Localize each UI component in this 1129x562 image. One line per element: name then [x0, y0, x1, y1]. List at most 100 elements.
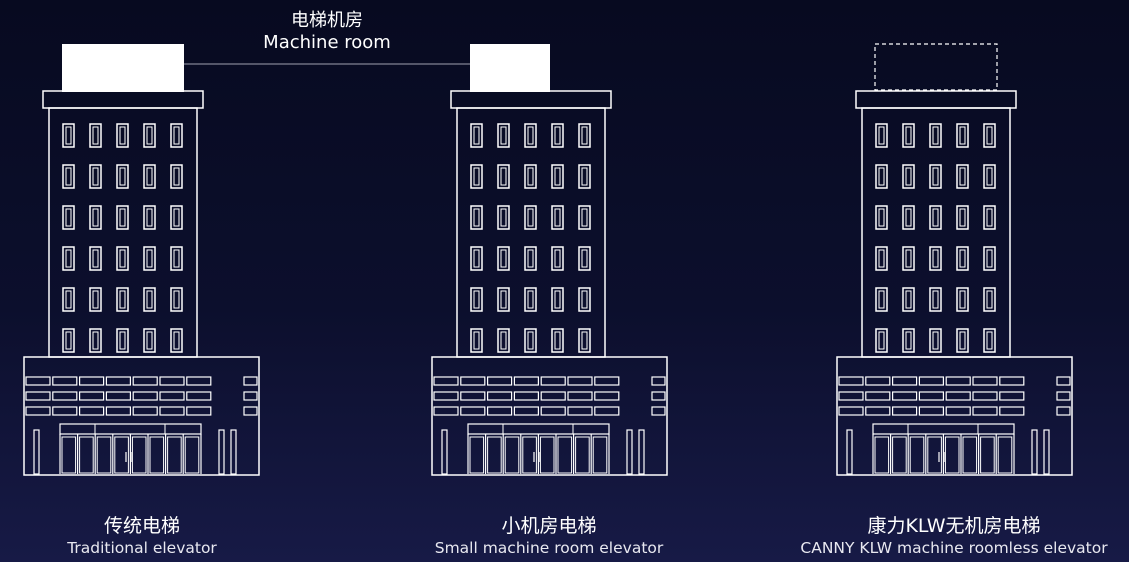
caption-machine-roomless: 康力KLW无机房电梯 CANNY KLW machine roomless el… [800, 514, 1107, 558]
tower-window [89, 246, 102, 271]
tower-window-inner [146, 167, 153, 186]
band-window [891, 376, 918, 386]
tower-window [551, 164, 564, 189]
pillar [638, 429, 645, 475]
tower-window-inner [146, 249, 153, 268]
tower-window-inner [119, 167, 126, 186]
tower-window-inner [92, 126, 99, 145]
tower-window-inner [65, 331, 72, 350]
entrance-door-pane [927, 436, 942, 474]
tower-window [497, 164, 510, 189]
tower-window [89, 287, 102, 312]
pillar [33, 429, 40, 475]
tower-window-inner [581, 208, 588, 227]
tower-window-inner [173, 331, 180, 350]
tower-window [551, 328, 564, 353]
tower-window [524, 205, 537, 230]
band-window [78, 391, 105, 401]
tower-window-inner [146, 126, 153, 145]
tower-window-inner [173, 126, 180, 145]
tower-window-inner [527, 290, 534, 309]
tower-window [578, 123, 591, 148]
tower-window [929, 328, 942, 353]
tower-window-inner [905, 126, 912, 145]
tower-window-inner [554, 126, 561, 145]
band-window [159, 406, 185, 416]
tower-window [170, 205, 183, 230]
band-window [891, 406, 918, 416]
tower-window-inner [986, 331, 993, 350]
band-window [540, 406, 566, 416]
entrance-door-pane [892, 436, 907, 474]
tower-window [89, 328, 102, 353]
tower-window [116, 328, 129, 353]
band-window [945, 406, 971, 416]
tower-window-inner [527, 167, 534, 186]
tower-window [929, 123, 942, 148]
tower-window-inner [92, 167, 99, 186]
tower-window [983, 328, 996, 353]
band-window [891, 391, 918, 401]
band-window [567, 406, 593, 416]
tower-window [62, 328, 75, 353]
tower-window-inner [905, 249, 912, 268]
machine-room-block [62, 44, 184, 92]
band-window [105, 376, 132, 386]
tower-window [470, 205, 483, 230]
entrance-door-pane [149, 436, 165, 474]
tower-window-inner [473, 167, 480, 186]
tower-window-inner [932, 290, 939, 309]
tower-window [89, 164, 102, 189]
tower-window [956, 246, 969, 271]
caption-roomless-en: CANNY KLW machine roomless elevator [800, 539, 1108, 557]
tower-window-inner [527, 249, 534, 268]
tower-window [143, 328, 156, 353]
band-window [918, 376, 945, 386]
tower-window [524, 123, 537, 148]
band-window [52, 376, 78, 386]
side-window [651, 376, 666, 386]
entrance-door-pane [131, 436, 147, 474]
entrance-door-pane [997, 436, 1013, 474]
tower-window-inner [554, 167, 561, 186]
tower-window-inner [581, 167, 588, 186]
band-window [865, 406, 891, 416]
entrance-door-pane [184, 436, 200, 474]
band-window [460, 406, 486, 416]
entrance-door-pane [96, 436, 112, 474]
tower-window-inner [119, 208, 126, 227]
tower-window [578, 205, 591, 230]
tower-window [62, 246, 75, 271]
tower-window-inner [959, 167, 966, 186]
side-window [651, 406, 666, 416]
band-window [999, 406, 1025, 416]
caption-small-en: Small machine room elevator [434, 539, 664, 557]
tower [48, 107, 198, 358]
band-window [865, 376, 891, 386]
band-window [105, 406, 132, 416]
band-window [999, 391, 1025, 401]
tower-window-inner [473, 208, 480, 227]
tower-window [929, 287, 942, 312]
tower-window-inner [500, 249, 507, 268]
tower-window [578, 246, 591, 271]
tower-window-inner [527, 126, 534, 145]
building-machine-roomless [836, 43, 1073, 476]
tower-window-inner [173, 167, 180, 186]
tower-window-inner [65, 208, 72, 227]
tower-window [983, 246, 996, 271]
tower-window [62, 164, 75, 189]
caption-small-machine-room: 小机房电梯 Small machine room elevator [435, 514, 664, 558]
band-window [972, 406, 998, 416]
entrance-door-pane [944, 436, 960, 474]
tower-window-inner [878, 208, 885, 227]
podium [836, 356, 1073, 476]
entrance-door-pane [980, 436, 995, 474]
entrance-canopy [872, 423, 1015, 435]
tower-window [62, 123, 75, 148]
tower-window-inner [878, 126, 885, 145]
tower-window [143, 123, 156, 148]
entrance-door-pane [592, 436, 608, 474]
tower-window [551, 123, 564, 148]
tower-window-inner [119, 290, 126, 309]
